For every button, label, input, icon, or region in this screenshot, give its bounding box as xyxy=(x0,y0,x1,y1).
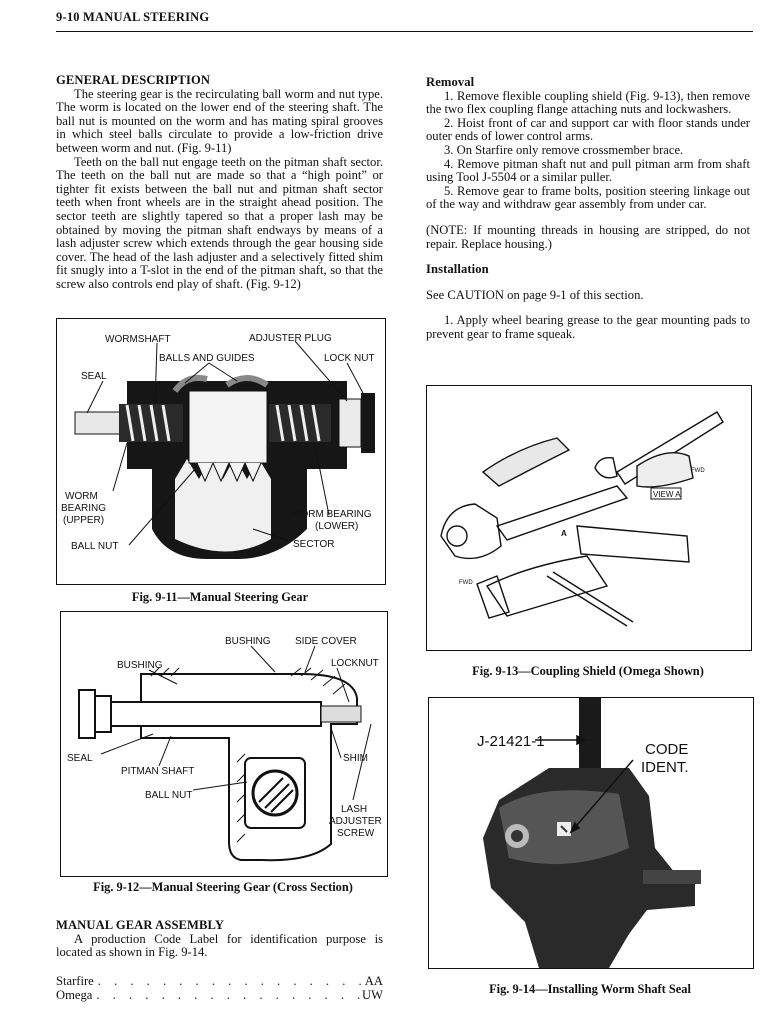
label-view-a: VIEW A xyxy=(653,490,681,499)
installation-heading: Installation xyxy=(426,262,489,277)
label-balls-and-guides: BALLS AND GUIDES xyxy=(159,353,255,364)
install-step-1: 1. Apply wheel bearing grease to the gea… xyxy=(426,313,750,341)
removal-step-5: 5. Remove gear to frame bolts, position … xyxy=(426,183,750,212)
label-worm-lower-2: (LOWER) xyxy=(315,521,358,532)
right-column: Removal 1. Remove flexible coupling shie… xyxy=(426,75,750,342)
label-tool-number: J-21421-1 xyxy=(477,733,545,750)
label-adjuster-plug: ADJUSTER PLUG xyxy=(249,333,332,344)
header-rule xyxy=(56,31,753,32)
label-code: CODE xyxy=(645,741,688,758)
label-bushing-top: BUSHING xyxy=(225,636,271,647)
label-ball-nut: BALL NUT xyxy=(145,790,192,801)
removal-step-4: 4. Remove pitman shaft nut and pull pitm… xyxy=(426,156,750,185)
code-value: AA xyxy=(364,973,383,988)
label-wormshaft: WORMSHAFT xyxy=(105,334,171,345)
removal-note: (NOTE: If mounting threads in housing ar… xyxy=(426,222,750,251)
general-paragraph-1: The steering gear is the recirculating b… xyxy=(56,86,383,155)
label-worm-lower-1: WORM BEARING xyxy=(291,509,372,520)
label-sector: SECTOR xyxy=(293,539,335,550)
figure-9-11-caption: Fig. 9-11—Manual Steering Gear xyxy=(131,590,309,604)
label-side-cover: SIDE COVER xyxy=(295,636,357,647)
label-bushing-left: BUSHING xyxy=(117,660,163,671)
caution-text: See CAUTION on page 9-1 of this section. xyxy=(426,287,644,302)
label-pitman-shaft: PITMAN SHAFT xyxy=(121,766,194,777)
coupling-shield-illustration: VIEW A A FWD FWD xyxy=(440,411,724,627)
removal-heading: Removal xyxy=(426,75,475,89)
label-locknut: LOCKNUT xyxy=(331,658,379,669)
label-worm-upper-3: (UPPER) xyxy=(63,515,104,526)
page-header: 9-10 MANUAL STEERING xyxy=(56,10,210,24)
figure-9-13: VIEW A A FWD FWD xyxy=(426,385,752,651)
code-row-omega: Omega . . . . . . . . . . . . . . . . . … xyxy=(56,988,383,1002)
code-leader: . . . . . . . . . . . . . . . . . . . . … xyxy=(96,987,362,1002)
figure-9-14-caption: Fig. 9-14—Installing Worm Shaft Seal xyxy=(489,982,691,996)
label-ident: IDENT. xyxy=(641,759,689,776)
label-ball-nut: BALL NUT xyxy=(71,541,118,552)
label-shim: SHIM xyxy=(343,753,368,764)
code-name: Starfire xyxy=(56,973,94,988)
label-lash-3: SCREW xyxy=(337,828,375,839)
label-seal: SEAL xyxy=(67,753,93,764)
removal-step-2: 2. Hoist front of car and support car wi… xyxy=(426,115,750,144)
label-lock-nut: LOCK NUT xyxy=(324,353,375,364)
removal-step-1: 1. Remove flexible coupling shield (Fig.… xyxy=(426,88,750,117)
assembly-section: MANUAL GEAR ASSEMBLY A production Code L… xyxy=(56,918,383,1002)
label-seal: SEAL xyxy=(81,371,107,382)
label-worm-upper-1: WORM xyxy=(65,491,98,502)
figure-9-13-caption: Fig. 9-13—Coupling Shield (Omega Shown) xyxy=(472,664,704,678)
figure-9-11: WORMSHAFT ADJUSTER PLUG BALLS AND GUIDES… xyxy=(56,318,386,585)
label-fwd-bottom: FWD xyxy=(459,580,473,586)
figure-9-12-caption: Fig. 9-12—Manual Steering Gear (Cross Se… xyxy=(93,880,353,894)
steering-gear-illustration: WORMSHAFT ADJUSTER PLUG BALLS AND GUIDES… xyxy=(61,333,375,559)
assembly-paragraph: A production Code Label for identificati… xyxy=(56,931,383,960)
figure-9-12: BUSHING SIDE COVER BUSHING LOCKNUT SEAL … xyxy=(60,611,388,877)
general-paragraph-2: Teeth on the ball nut engage teeth on th… xyxy=(56,154,383,291)
code-name: Omega xyxy=(56,987,93,1002)
general-description-heading: GENERAL DESCRIPTION xyxy=(56,73,211,87)
assembly-heading: MANUAL GEAR ASSEMBLY xyxy=(56,918,225,932)
worm-shaft-seal-photo: J-21421-1 CODE IDENT. xyxy=(429,698,753,968)
code-leader: . . . . . . . . . . . . . . . . . . . . … xyxy=(97,973,365,988)
label-fwd-top: FWD xyxy=(691,468,705,474)
code-row-starfire: Starfire . . . . . . . . . . . . . . . .… xyxy=(56,974,383,988)
label-a: A xyxy=(561,529,567,538)
label-lash-2: ADJUSTER xyxy=(329,816,382,827)
left-column: GENERAL DESCRIPTION The steering gear is… xyxy=(56,73,383,292)
removal-step-3: 3. On Starfire only remove crossmember b… xyxy=(444,142,684,157)
figure-9-14: J-21421-1 CODE IDENT. xyxy=(428,697,754,969)
cross-section-illustration: BUSHING SIDE COVER BUSHING LOCKNUT SEAL … xyxy=(67,636,382,862)
code-value: UW xyxy=(362,987,383,1002)
label-lash-1: LASH xyxy=(341,804,367,815)
label-worm-upper-2: BEARING xyxy=(61,503,106,514)
